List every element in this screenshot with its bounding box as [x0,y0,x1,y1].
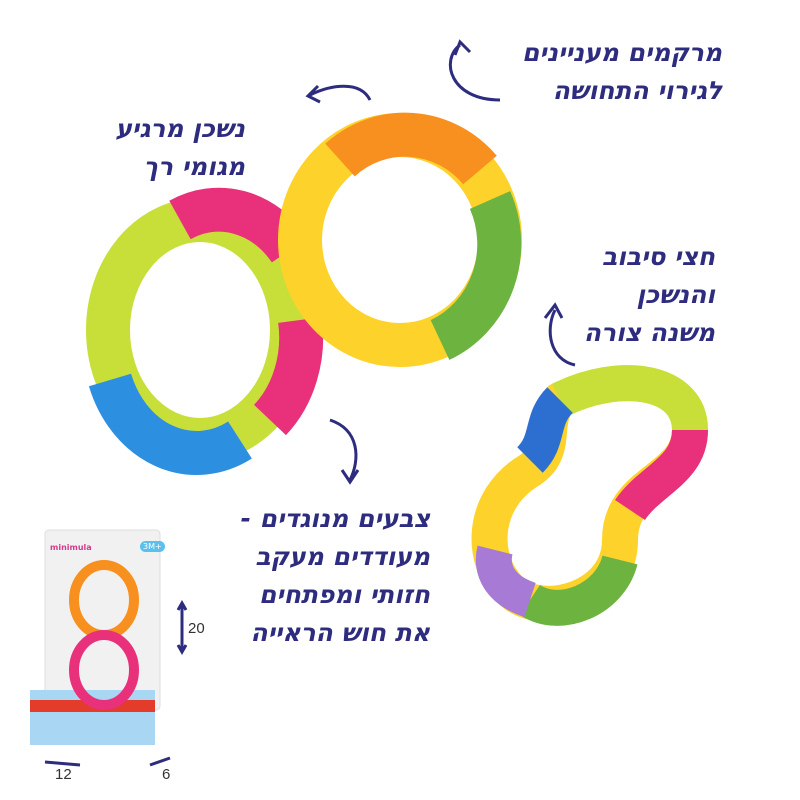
callout-line: והנשכן [636,280,715,309]
brand-logo: minimula [50,543,92,552]
callout-line: לגירוי התחושה [552,76,722,105]
callout-textures: מרקמים מעניינים לגירוי התחושה [522,34,722,110]
teether-twisted [471,365,709,626]
callout-contrast-colors: צבעים מנוגדים - מעודדים מעקב חזותי ומפתח… [241,500,430,652]
product-package [30,529,161,745]
callout-arrows [44,39,576,767]
callout-line: חזותי ומפתחים [258,580,430,609]
callout-line: חצי סיבוב [602,242,715,271]
callout-line: מעודדים מעקב [255,542,430,571]
age-badge: 3M+ [140,541,165,552]
teether-figure-eight [86,112,522,475]
callout-line: משנה צורה [583,318,715,347]
depth-dimension: 6 [162,766,171,783]
callout-line: מרקמים מעניינים [522,38,722,67]
callout-soft-teether: נשכן מרגיע מגומי רך [115,110,245,186]
callout-line: מגומי רך [143,152,246,181]
height-dimension: 20 [188,620,205,637]
callout-half-turn: חצי סיבוב והנשכן משנה צורה [584,238,715,352]
callout-line: צבעים מנוגדים - [240,504,430,533]
callout-line: את חוש הראייה [250,618,430,647]
width-dimension: 12 [55,766,72,783]
callout-line: נשכן מרגיע [115,114,245,143]
